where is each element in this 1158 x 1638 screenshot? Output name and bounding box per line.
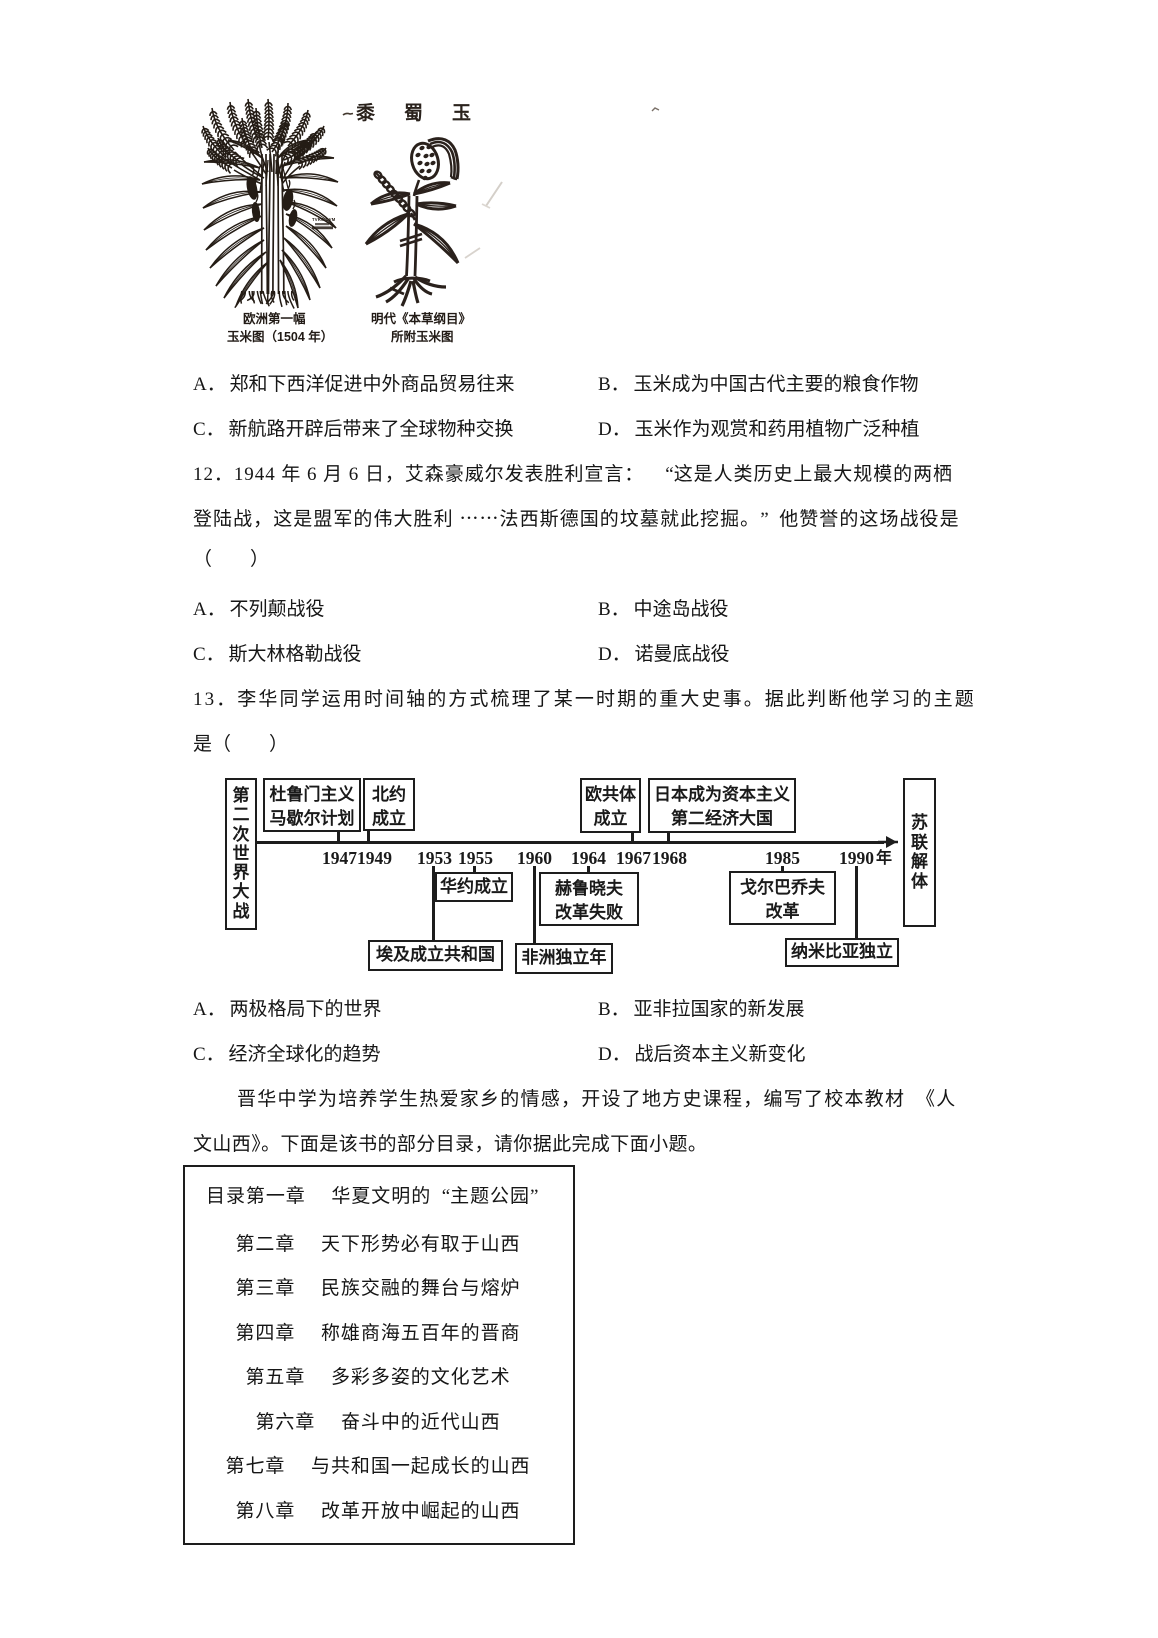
- svg-text:TVRCICVM: TVRCICVM: [312, 217, 336, 222]
